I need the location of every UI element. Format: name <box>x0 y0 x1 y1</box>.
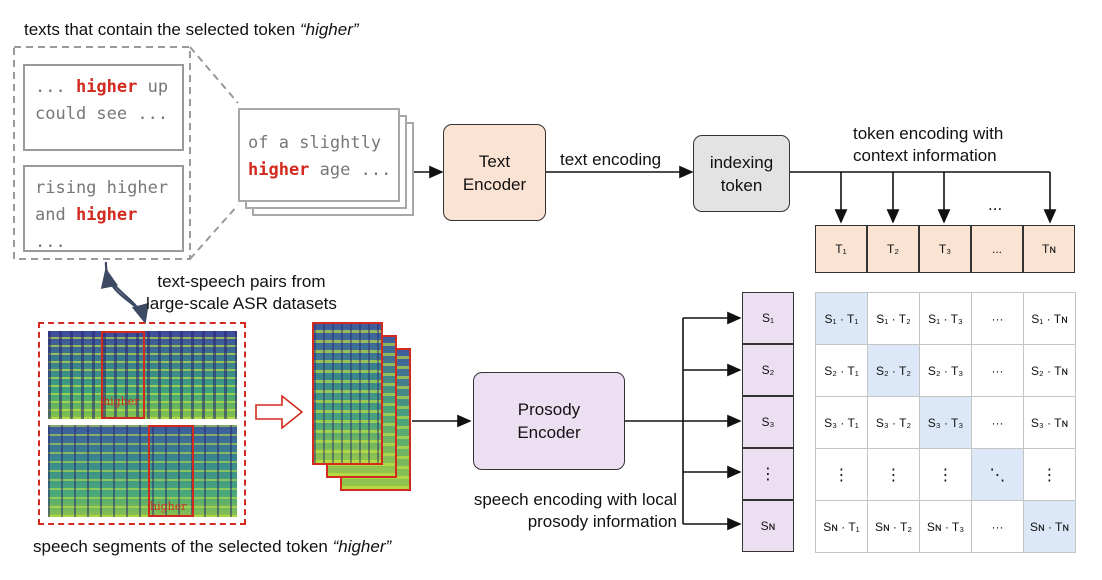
matrix-cell: S₁ · Tɴ <box>1023 292 1076 345</box>
example-card-2-line-2: and higher ... <box>35 202 172 256</box>
token-cell: T₃ <box>919 225 971 273</box>
matrix-cell-diagonal: S₁ · T₁ <box>815 292 868 345</box>
examples-caption: texts that contain the selected token “h… <box>24 19 359 41</box>
spectrogram-2-highlight <box>148 425 194 517</box>
matrix-cell: ··· <box>971 396 1024 449</box>
spectrogram-2-word: higher <box>150 500 187 513</box>
speech-cell-label: ⋮ <box>760 466 776 483</box>
matrix-cell: Sɴ · T₂ <box>867 500 920 553</box>
example-card-1: ... higher up could see ... <box>23 64 184 151</box>
plain-text: ... <box>35 77 76 97</box>
token-cell-label: T₂ <box>887 242 899 256</box>
matrix-cell: S₃ · T₁ <box>815 396 868 449</box>
spectrogram-texture <box>48 425 237 517</box>
example-card-1-line-1: ... higher up <box>35 74 172 101</box>
token-cell: Tɴ <box>1023 225 1075 273</box>
examples-caption-text: texts that contain the selected token <box>24 20 300 39</box>
token-encoding-label: token encoding with context information <box>853 124 1004 165</box>
examples-caption-token: “higher” <box>299 20 359 39</box>
speech-cell-label: S₂ <box>761 363 775 377</box>
matrix-cell: S₃ · Tɴ <box>1023 396 1076 449</box>
plain-text: and <box>35 205 76 225</box>
speech-cell: S₂ <box>742 344 794 396</box>
plain-text: age ... <box>309 160 392 180</box>
stack-card-front: of a slightly higher age ... <box>238 108 400 202</box>
example-card-2-line-1: rising higher <box>35 178 169 198</box>
matrix-cell: ⋮ <box>919 448 972 501</box>
matrix-cell-diagonal: Sɴ · Tɴ <box>1023 500 1076 553</box>
matrix-cell: Sɴ · T₁ <box>815 500 868 553</box>
prosody-encoder-label: Prosody Encoder <box>517 400 581 442</box>
spectrogram-2 <box>48 425 237 517</box>
token-cell: T₂ <box>867 225 919 273</box>
speech-cell-label: S₃ <box>761 415 775 429</box>
speech-caption: speech segments of the selected token “h… <box>33 536 391 558</box>
text-encoder-label: Text Encoder <box>462 151 527 194</box>
matrix-cell: S₂ · T₃ <box>919 344 972 397</box>
matrix-cell: ⋮ <box>867 448 920 501</box>
spectrogram-1 <box>48 331 237 419</box>
token-cell-label: Tɴ <box>1042 242 1056 256</box>
matrix-cell: S₂ · Tɴ <box>1023 344 1076 397</box>
speech-cell-label: S₁ <box>761 311 775 325</box>
speech-cell: S₁ <box>742 292 794 344</box>
segment-stack-front <box>312 322 383 465</box>
matrix-cell: Sɴ · T₃ <box>919 500 972 553</box>
prosody-encoder-block: Prosody Encoder <box>473 372 625 470</box>
matrix-cell: ··· <box>971 292 1024 345</box>
speech-cell: ⋮ <box>742 448 794 500</box>
spectrogram-1-highlight <box>101 331 145 419</box>
speech-cell: S₃ <box>742 396 794 448</box>
stack-card-line-1: of a slightly <box>248 133 382 153</box>
plain-text: ... <box>35 232 66 252</box>
speech-cell-label: Sɴ <box>760 519 776 533</box>
highlight-token: higher <box>248 160 310 180</box>
highlight-token: higher <box>75 205 138 225</box>
speech-segments-frame <box>38 322 246 525</box>
matrix-cell-diagonal: S₂ · T₂ <box>867 344 920 397</box>
indexing-token-label: indexing token <box>709 152 774 195</box>
plain-text: up <box>137 77 169 97</box>
token-cell: ... <box>971 225 1023 273</box>
spectrogram-1-word: higher <box>103 395 140 408</box>
speech-encoding-label: speech encoding with local prosody infor… <box>473 490 677 531</box>
speech-caption-token: “higher” <box>332 537 392 556</box>
example-card-2: rising higher and higher ... <box>23 165 184 252</box>
pairs-label: text-speech pairs from large-scale ASR d… <box>146 272 337 313</box>
speech-caption-text: speech segments of the selected token <box>33 537 333 556</box>
matrix-cell: ··· <box>971 344 1024 397</box>
matrix-cell: S₁ · T₃ <box>919 292 972 345</box>
spectrogram-texture <box>48 331 237 419</box>
matrix-cell-diagonal: ⋱ <box>971 448 1024 501</box>
matrix-cell: S₁ · T₂ <box>867 292 920 345</box>
text-encoder-block: Text Encoder <box>443 124 546 221</box>
matrix-cell: ⋮ <box>815 448 868 501</box>
text-encoding-label: text encoding <box>560 150 662 169</box>
indexing-token-block: indexing token <box>693 135 790 212</box>
spectrogram-texture <box>314 324 381 463</box>
speech-cell: Sɴ <box>742 500 794 552</box>
matrix-cell-diagonal: S₃ · T₃ <box>919 396 972 449</box>
token-cell: T₁ <box>815 225 867 273</box>
highlight-token: higher <box>75 77 138 97</box>
token-cell-label: T₁ <box>835 242 847 256</box>
token-cell-label: ... <box>991 242 1002 256</box>
token-cell-label: T₃ <box>938 242 952 256</box>
matrix-cell: S₂ · T₁ <box>815 344 868 397</box>
matrix-cell: S₃ · T₂ <box>867 396 920 449</box>
token-dots: ... <box>988 195 1003 214</box>
example-card-1-line-2: could see ... <box>35 104 169 124</box>
matrix-cell: ⋮ <box>1023 448 1076 501</box>
matrix-cell: ··· <box>971 500 1024 553</box>
stack-card-line-2: higher age ... <box>248 157 398 184</box>
